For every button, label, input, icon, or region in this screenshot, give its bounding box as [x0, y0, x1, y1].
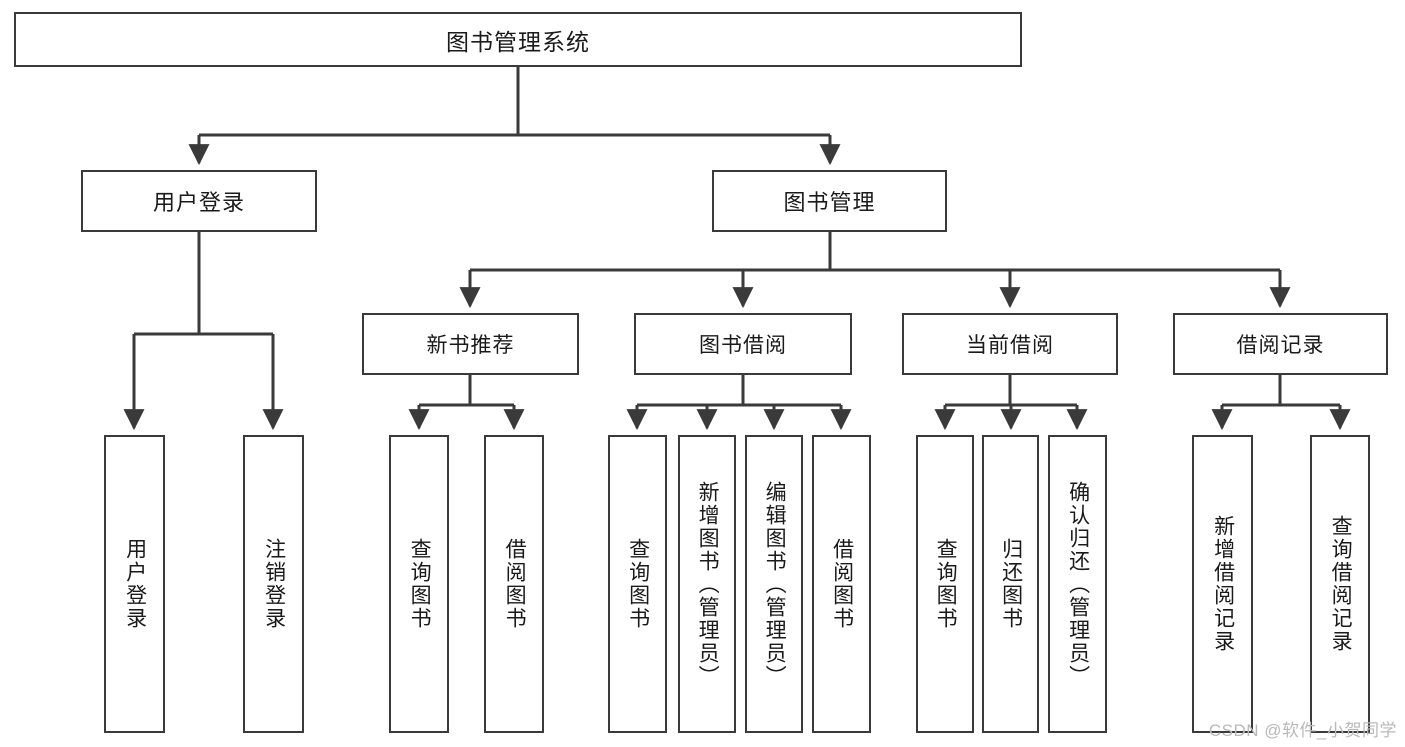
node-borrow-record-label: 借阅记录 [1236, 334, 1325, 357]
leaf-query-borrow-record[interactable]: 查询借阅记录 [1310, 435, 1370, 733]
leaf-borrow-book-newbook[interactable]: 借阅图书 [484, 435, 544, 733]
node-current-borrow[interactable]: 当前借阅 [902, 313, 1118, 375]
leaf-borrow-book-label: 借阅图书 [830, 538, 854, 630]
leaf-add-book-admin[interactable]: 新增图书（管理员） [678, 435, 736, 733]
node-new-book-recommend[interactable]: 新书推荐 [362, 313, 579, 375]
leaf-query-book-borrow-label: 查询图书 [626, 538, 650, 630]
node-root-label: 图书管理系统 [446, 28, 590, 55]
node-book-management-label: 图书管理 [783, 190, 876, 215]
node-book-borrow-label: 图书借阅 [699, 334, 787, 357]
leaf-logout[interactable]: 注销登录 [243, 435, 304, 733]
leaf-return-book-label: 归还图书 [999, 538, 1023, 630]
node-user-login-label: 用户登录 [152, 190, 245, 215]
leaf-user-login[interactable]: 用户登录 [104, 435, 165, 733]
leaf-user-login-label: 用户登录 [123, 538, 147, 630]
leaf-borrow-book-newbook-label: 借阅图书 [503, 538, 527, 630]
leaf-query-book-current-label: 查询图书 [934, 538, 958, 630]
leaf-add-book-admin-label: 新增图书（管理员） [696, 480, 720, 688]
leaf-query-book-newbook-label: 查询图书 [408, 538, 432, 630]
node-current-borrow-label: 当前借阅 [966, 334, 1054, 357]
leaf-query-book-current[interactable]: 查询图书 [916, 435, 974, 733]
leaf-add-borrow-record[interactable]: 新增借阅记录 [1192, 435, 1253, 733]
leaf-edit-book-admin[interactable]: 编辑图书（管理员） [745, 435, 803, 733]
node-new-book-recommend-label: 新书推荐 [426, 334, 515, 357]
node-book-borrow[interactable]: 图书借阅 [634, 313, 852, 375]
node-user-login[interactable]: 用户登录 [81, 170, 317, 232]
leaf-query-book-newbook[interactable]: 查询图书 [389, 435, 449, 733]
leaf-edit-book-admin-label: 编辑图书（管理员） [763, 480, 787, 688]
leaf-return-book[interactable]: 归还图书 [982, 435, 1039, 733]
leaf-confirm-return-admin-label: 确认归还（管理员） [1066, 480, 1090, 688]
leaf-logout-label: 注销登录 [262, 538, 286, 630]
node-root[interactable]: 图书管理系统 [14, 12, 1022, 67]
leaf-confirm-return-admin[interactable]: 确认归还（管理员） [1048, 435, 1107, 733]
leaf-query-borrow-record-label: 查询借阅记录 [1329, 515, 1353, 653]
leaf-add-borrow-record-label: 新增借阅记录 [1211, 515, 1235, 653]
watermark-text: CSDN @软件_小贺同学 [1208, 721, 1397, 740]
leaf-query-book-borrow[interactable]: 查询图书 [608, 435, 667, 733]
node-borrow-record[interactable]: 借阅记录 [1173, 313, 1388, 375]
node-book-management[interactable]: 图书管理 [712, 170, 947, 232]
leaf-borrow-book[interactable]: 借阅图书 [812, 435, 871, 733]
